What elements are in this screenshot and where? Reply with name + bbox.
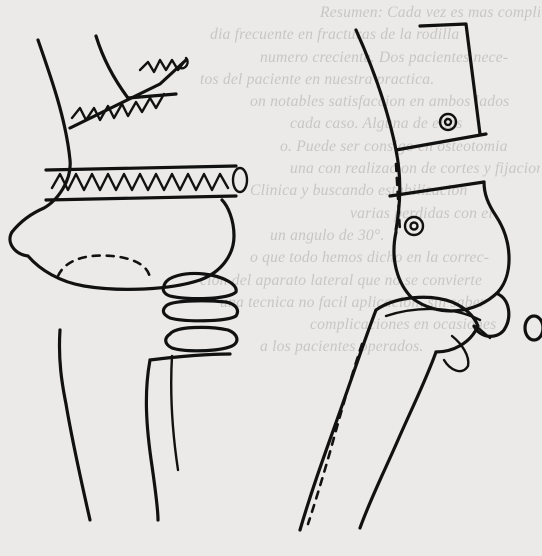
- right-knee-lateral-sketch: [300, 24, 542, 530]
- right-femur-anterior-outline: [420, 24, 480, 134]
- right-femur-posterior-outline: [356, 30, 400, 230]
- right-tibia-dashed-axis: [308, 344, 362, 524]
- left-screw-head: [233, 168, 247, 192]
- left-femur-posterior-outline: [12, 40, 70, 232]
- right-femoral-condyle: [394, 182, 509, 311]
- left-lower-meniscus: [163, 301, 237, 321]
- right-tibia-anterior: [360, 352, 436, 528]
- right-upper-screw-outer: [440, 114, 456, 130]
- left-fibula: [171, 356, 178, 470]
- left-femoral-condyle: [10, 200, 234, 289]
- right-condyle-screw-inner: [411, 223, 418, 230]
- right-condyle-screw-outer: [405, 217, 423, 235]
- left-tibial-plateau: [150, 354, 230, 360]
- left-upper-zigzag: [72, 94, 164, 120]
- left-tibial-pad: [166, 327, 237, 350]
- right-tibia-posterior: [300, 310, 376, 530]
- right-patellar-ring: [525, 316, 542, 340]
- left-tibia-anterior: [146, 360, 158, 520]
- left-knee-lateral-sketch: [10, 36, 247, 520]
- left-middle-zigzag: [52, 174, 228, 190]
- left-patella-dashed: [58, 256, 150, 280]
- right-middle-osteotomy-line: [390, 182, 484, 196]
- right-upper-plate: [396, 134, 486, 150]
- left-tibia-outline: [59, 330, 90, 520]
- right-upper-screw-inner: [445, 119, 451, 125]
